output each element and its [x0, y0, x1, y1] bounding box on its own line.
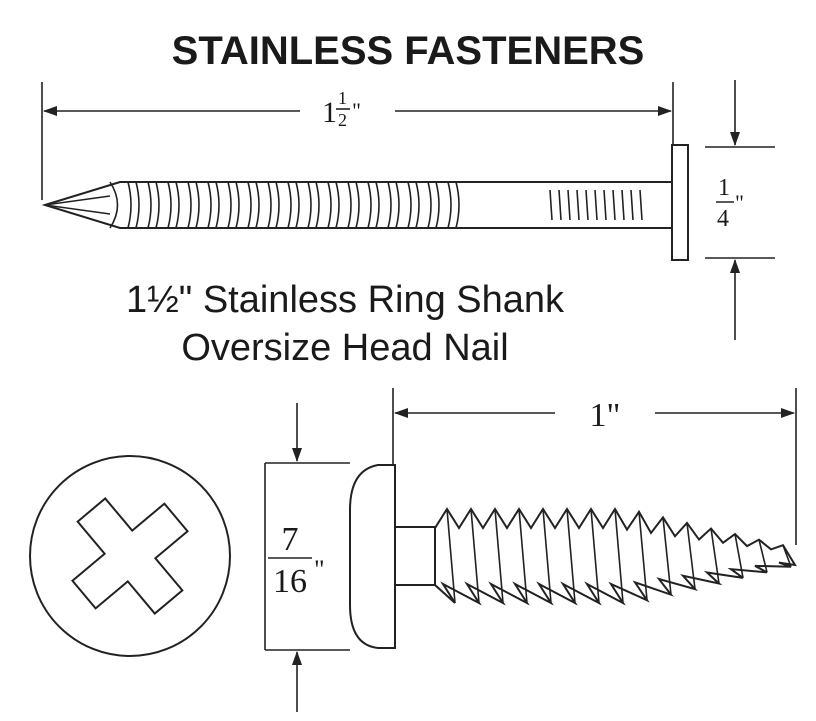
nail-hash-mark [558, 189, 562, 221]
nail-ring [367, 181, 372, 229]
nail-ring [335, 181, 340, 229]
nail-ring [187, 181, 192, 229]
nail-ring [247, 181, 252, 229]
nail-ring [275, 181, 280, 229]
nail-ring [395, 181, 400, 229]
nail-ring [147, 181, 152, 229]
nail-ring [347, 181, 352, 229]
nail-ring [167, 181, 172, 229]
screw-head-denominator: 16 [273, 563, 307, 600]
screw-head-numerator: 7 [282, 521, 299, 558]
screw-length-label: 1" [590, 397, 621, 434]
nail-caption-line1: 1½" Stainless Ring Shank [126, 279, 565, 321]
nail-ring [207, 181, 212, 229]
nail-ring [195, 181, 200, 229]
nail-length-whole: 1 [322, 96, 337, 129]
nail-length-numerator: 1 [338, 88, 347, 108]
screw-thread-line [614, 508, 624, 604]
nail-length-dimension: 1 1 2 " [41, 82, 674, 200]
nail-ring [235, 181, 240, 229]
screw-head-dimension: 7 16 " [264, 403, 350, 712]
nail-ring [315, 181, 320, 229]
nail-ring [175, 181, 180, 229]
screw-thread-line [638, 511, 648, 601]
screw-thread-line [542, 508, 552, 604]
nail-hash-mark [621, 189, 625, 221]
nail-ring [255, 181, 260, 229]
nail-ring [407, 181, 412, 229]
screw-thread-line [518, 508, 528, 604]
screw-thread-line [710, 528, 720, 584]
nail-hash-mark [594, 189, 598, 221]
nail-hash-mark [612, 189, 616, 221]
nail-ring [215, 181, 220, 229]
nail-head-dimension: 1 4 " [705, 80, 775, 340]
nail-hash-mark [567, 189, 571, 221]
nail-ring [135, 181, 140, 229]
inch-mark: " [735, 190, 744, 215]
inch-mark: " [314, 555, 325, 584]
inch-mark: " [352, 98, 361, 123]
screw-length-dimension: 1" [392, 388, 797, 545]
screw-thread-line [782, 544, 792, 568]
screw-thread-line [566, 508, 576, 604]
screw-thread-line [686, 522, 696, 590]
nail-ring [375, 181, 380, 229]
nail-ring [447, 181, 452, 229]
nail-hash-mark [576, 189, 580, 221]
nail-hash-mark [603, 189, 607, 221]
nail-length-denominator: 2 [338, 110, 347, 130]
diagram-title: STAINLESS FASTENERS [172, 29, 645, 73]
nail-ring [155, 181, 160, 229]
nail-head-numerator: 1 [718, 175, 730, 201]
nail-head-denominator: 4 [717, 206, 729, 232]
nail-ring [127, 181, 132, 229]
nail-ring [355, 181, 360, 229]
nail-ring [327, 181, 332, 229]
nail-caption-line2: Oversize Head Nail [181, 327, 508, 369]
nail-hash-mark [549, 189, 553, 221]
screw-thread-line [662, 517, 672, 595]
nail-hash-mark [630, 189, 634, 221]
screw-thread-line [758, 539, 768, 573]
nail-ring [307, 181, 312, 229]
ring-shank-nail [41, 144, 689, 261]
nail-ring [455, 181, 460, 229]
nail-ring [387, 181, 392, 229]
nail-ring [287, 181, 292, 229]
screw-thread-line [470, 508, 480, 604]
nail-ring [295, 181, 300, 229]
nail-ring [435, 181, 440, 229]
wood-screw [349, 464, 797, 649]
nail-ring [227, 181, 232, 229]
screw-thread-line [446, 508, 456, 604]
screw-thread-line [590, 508, 600, 604]
nail-ring [267, 181, 272, 229]
screw-thread-line [494, 508, 504, 604]
nail-ring [427, 181, 432, 229]
screw-thread-line [734, 533, 744, 579]
nail-ring [415, 181, 420, 229]
phillips-cross-icon [29, 455, 231, 657]
nail-hash-mark [585, 189, 589, 221]
nail-hash-mark [639, 189, 643, 221]
